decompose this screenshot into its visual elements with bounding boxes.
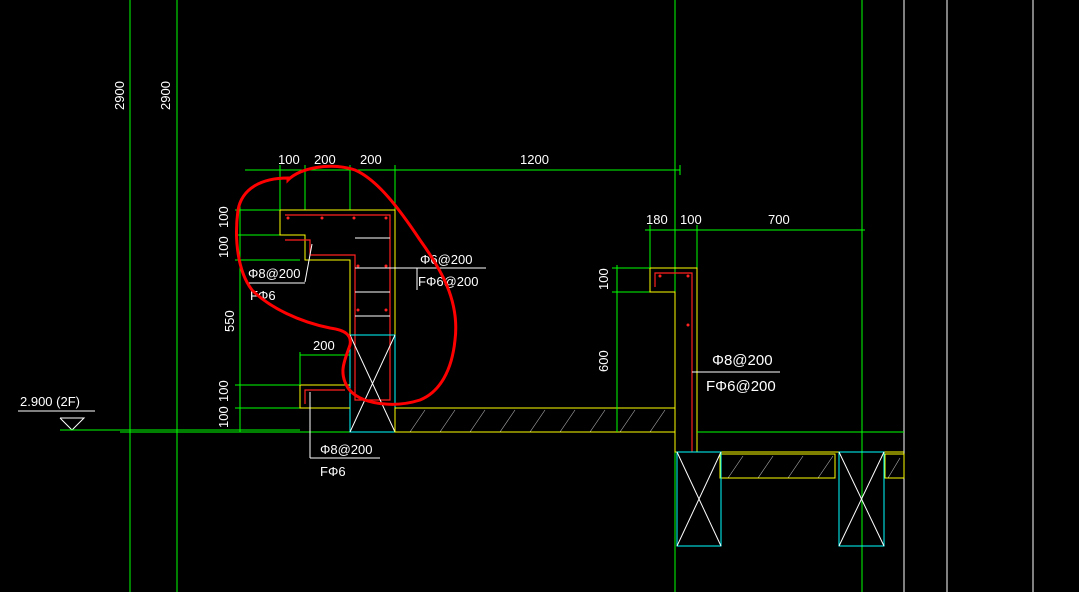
- dim-top-3: 200: [360, 152, 382, 167]
- dim-right-vert-2: 600: [596, 350, 611, 372]
- dim-vert-4: 100: [216, 380, 231, 402]
- dim-right-3: 700: [768, 212, 790, 227]
- axis-label-a: 2900: [112, 81, 127, 110]
- rebar-upper-main: Φ8@200: [248, 266, 301, 281]
- dim-mid: 200: [313, 338, 335, 353]
- dim-span: 1200: [520, 152, 549, 167]
- level-mark-text: 2.900 (2F): [20, 394, 80, 409]
- dim-vert-1: 100: [216, 206, 231, 228]
- dim-vert-2: 100: [216, 236, 231, 258]
- rebar-right: [654, 272, 693, 452]
- concrete-outline-upper: [279, 209, 396, 336]
- right-section: 180 100 700 100 600 Φ8@200 FΦ6@200: [596, 212, 905, 547]
- level-mark: 2.900 (2F): [18, 394, 300, 431]
- dim-top-1: 100: [278, 152, 300, 167]
- rebar-upper: [285, 214, 391, 401]
- rebar-right-main: Φ6@200: [420, 252, 473, 267]
- concrete-outline-lower: [299, 384, 350, 409]
- rebar-right-dist: FΦ6@200: [418, 274, 478, 289]
- rebar-upper-dist: FΦ6: [250, 288, 276, 303]
- left-section: 100 200 200 1200 100 100 550 100 100: [216, 152, 681, 479]
- column-box-left: [349, 334, 396, 433]
- column-box-right-2: [838, 451, 885, 547]
- concrete-outline-right: [649, 267, 698, 453]
- dim-right-1: 180: [646, 212, 668, 227]
- rebar-bottom-dist: FΦ6: [320, 464, 346, 479]
- rebar-bottom-main: Φ8@200: [320, 442, 373, 457]
- slab-left: [394, 407, 676, 433]
- rebar-right-section-dist: FΦ6@200: [706, 378, 776, 395]
- frame-lines: [903, 0, 1034, 592]
- dim-right-vert-1: 100: [596, 268, 611, 290]
- rebar-right-section-main: Φ8@200: [712, 352, 773, 369]
- dim-vert-3: 550: [222, 310, 237, 332]
- dim-vert-5: 100: [216, 406, 231, 428]
- highlight-annotation: [235, 164, 458, 406]
- dim-top-2: 200: [314, 152, 336, 167]
- dim-right-2: 100: [680, 212, 702, 227]
- column-box-right-1: [676, 451, 722, 547]
- axis-label-b: 2900: [158, 81, 173, 110]
